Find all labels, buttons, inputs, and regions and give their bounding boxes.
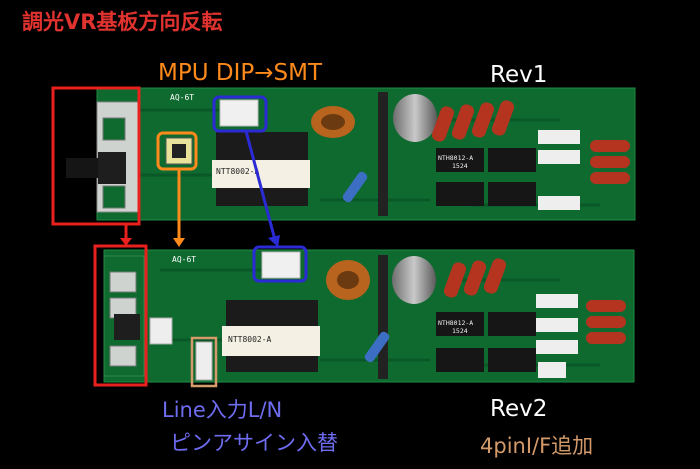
rev1-transformer-marking: NTT8002-A <box>216 167 260 176</box>
rev2-connector <box>261 251 301 279</box>
mpu-change-label: MPU DIP→SMT <box>158 60 322 86</box>
rev2-relay <box>436 312 484 336</box>
vr-rev2-highlight-box <box>93 244 148 387</box>
rev2-red-caps <box>443 258 626 344</box>
line-input-highlight-box <box>190 336 218 388</box>
line-input-label: Line入力L/N <box>162 398 283 422</box>
rev2-model-marking: AQ-6T <box>172 255 196 264</box>
mpu-arrow-head <box>173 238 185 247</box>
connector-arrow-head <box>268 235 280 247</box>
rev1-heatsink <box>378 92 388 216</box>
vr-rev1-highlight-box <box>51 86 141 226</box>
rev2-transformer-marking: NTT8002-A <box>228 335 272 344</box>
rev2-line-input-connector <box>195 341 213 381</box>
rev2-relay-marking: NTH8012-A <box>438 319 473 327</box>
title-label: 調光VR基板方向反転 <box>22 10 223 34</box>
connector-arrow-line <box>244 130 277 241</box>
rev1-board <box>66 87 636 221</box>
rev2-vr <box>114 314 140 340</box>
pin-swap-label: ピンアサイン入替 <box>170 431 338 455</box>
rev2-4pin-connector <box>538 362 566 378</box>
vr-arrow-head <box>120 238 132 246</box>
rev2-capacitor <box>392 256 436 304</box>
rev1-label: Rev1 <box>490 62 548 88</box>
rev1-model-marking: AQ-6T <box>170 93 194 102</box>
rev1-connector <box>219 99 259 127</box>
four-pin-label: 4pinI/F追加 <box>480 434 594 458</box>
rev1-relay <box>436 148 484 172</box>
rev1-red-caps <box>431 100 630 184</box>
rev1-vr-knob <box>66 158 106 178</box>
rev1-relay-code: 1524 <box>452 162 468 170</box>
rev2-label: Rev2 <box>490 396 548 422</box>
rev1-relay-marking: NTH8012-A <box>438 154 473 162</box>
rev2-relay-code: 1524 <box>452 327 468 335</box>
mpu-highlight-box <box>156 131 198 171</box>
rev1-capacitor <box>393 94 437 142</box>
connector-rev1-highlight-box <box>212 95 268 133</box>
rev2-board <box>103 249 635 383</box>
connector-rev2-highlight-box <box>252 245 308 283</box>
